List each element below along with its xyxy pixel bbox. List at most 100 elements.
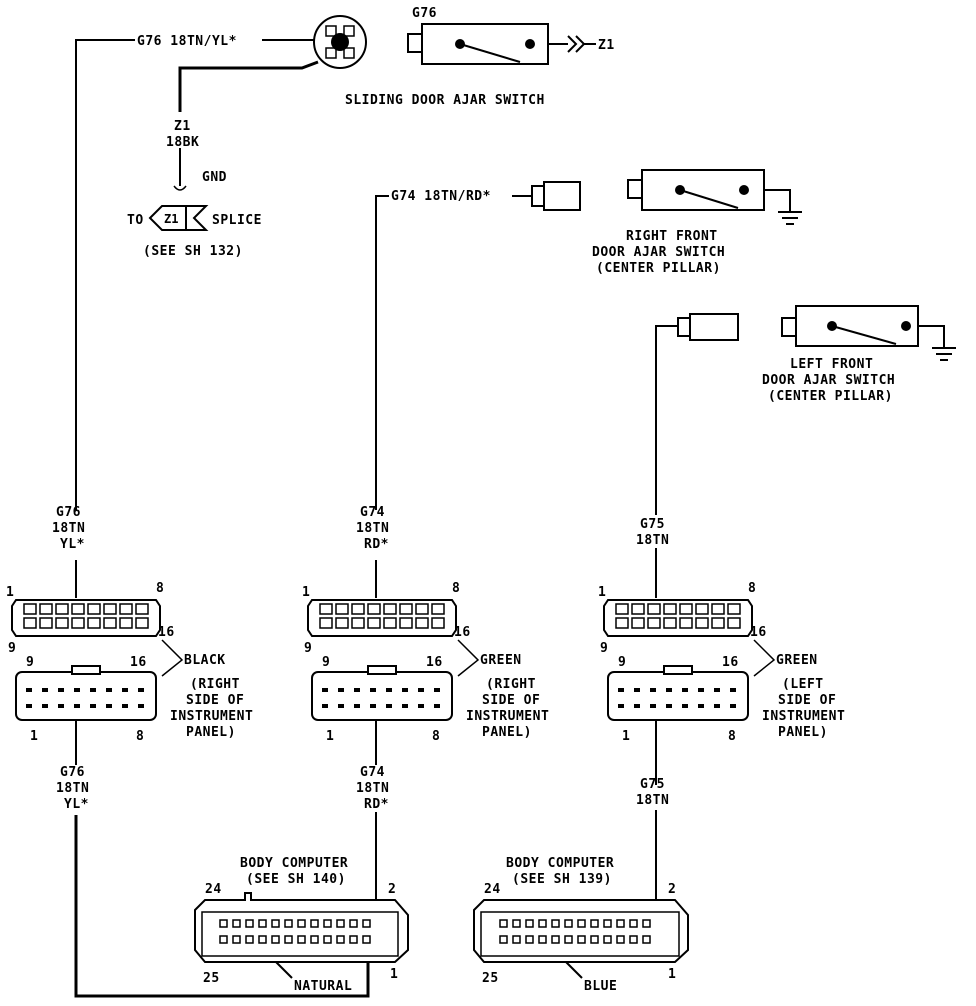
cavity	[335, 603, 349, 615]
pin	[714, 688, 720, 692]
label-g75-mid-2: 18TN	[636, 533, 669, 548]
pin-16-label: 16	[750, 625, 767, 640]
lower-connector-body	[607, 671, 749, 721]
connector-color-label: BLACK	[184, 653, 226, 668]
pin	[618, 688, 624, 692]
sliding-door-switch-schematic	[407, 23, 596, 65]
label-bc1-title-2: (SEE SH 140)	[246, 872, 346, 887]
pin	[370, 688, 376, 692]
pin-9-label: 9	[8, 641, 16, 656]
label-bc1-pin-1: 1	[390, 967, 398, 982]
pin	[26, 688, 32, 692]
cavity	[351, 617, 365, 629]
pin	[386, 704, 392, 708]
bc-cavity	[245, 935, 254, 944]
bc-cavity	[525, 935, 534, 944]
pin	[650, 688, 656, 692]
g75-plug	[677, 313, 739, 341]
label-bc2-pin-24: 24	[484, 882, 501, 897]
location-line-3: INSTRUMENT	[170, 709, 253, 724]
pin	[58, 688, 64, 692]
label-g75-mid-1: G75	[640, 517, 665, 532]
bc-cavity	[323, 919, 332, 928]
label-z1-gauge: 18BK	[166, 135, 199, 150]
lower-pin-8-label: 8	[136, 729, 144, 744]
wire-g75-top	[655, 325, 678, 515]
location-line-3: INSTRUMENT	[466, 709, 549, 724]
pin	[418, 688, 424, 692]
cavity	[631, 603, 645, 615]
wire-g74-top	[375, 195, 389, 510]
label-right-front-1: RIGHT FRONT	[626, 229, 718, 244]
cavity	[727, 603, 741, 615]
cavity	[647, 603, 661, 615]
body-computer-2	[473, 899, 689, 979]
bc-cavity	[284, 935, 293, 944]
label-bc2-pin-25: 25	[482, 971, 499, 986]
bc-cavity	[297, 935, 306, 944]
connector-color-label: GREEN	[776, 653, 818, 668]
cavity	[55, 617, 69, 629]
pin	[138, 688, 144, 692]
bc-cavity	[323, 935, 332, 944]
pin	[418, 704, 424, 708]
label-see-sh-132: (SEE SH 132)	[143, 244, 243, 259]
cavity	[135, 603, 149, 615]
bc-cavity	[258, 935, 267, 944]
bc-cavity	[564, 919, 573, 928]
cavity	[119, 603, 133, 615]
pin	[42, 688, 48, 692]
lower-connector-body	[311, 671, 453, 721]
color-pointer	[457, 639, 480, 677]
cavity	[415, 603, 429, 615]
label-z1: Z1	[174, 119, 191, 134]
cavity	[39, 617, 53, 629]
label-gnd: GND	[202, 170, 227, 185]
bc-cavity	[616, 919, 625, 928]
bc-cavity	[349, 919, 358, 928]
label-g76-mid-1: G76	[56, 505, 81, 520]
right-front-switch	[627, 169, 802, 225]
location-line-1: (RIGHT	[486, 677, 536, 692]
cavity	[415, 617, 429, 629]
bc-cavity	[603, 919, 612, 928]
cavity	[615, 603, 629, 615]
lower-pin-9-label: 9	[618, 655, 626, 670]
bc-cavity	[232, 935, 241, 944]
pin	[650, 704, 656, 708]
cavity	[87, 603, 101, 615]
label-bc2-pin-1: 1	[668, 967, 676, 982]
lower-pin-8-label: 8	[432, 729, 440, 744]
pin	[354, 688, 360, 692]
location-line-1: (LEFT	[782, 677, 824, 692]
cavity	[103, 617, 117, 629]
bc-cavity	[336, 919, 345, 928]
cavity	[71, 603, 85, 615]
cavity	[647, 617, 661, 629]
pin	[634, 688, 640, 692]
lower-connector-latch	[71, 665, 101, 675]
bc-cavity	[538, 919, 547, 928]
pin	[338, 688, 344, 692]
pin	[90, 704, 96, 708]
wire-g76-bottom-loop	[74, 815, 370, 998]
sliding-door-switch-round	[313, 15, 367, 69]
bc-cavity	[590, 935, 599, 944]
label-g74-mid-1: G74	[360, 505, 385, 520]
label-g74-top: G74 18TN/RD*	[391, 189, 491, 204]
label-left-front-1: LEFT FRONT	[790, 357, 873, 372]
label-g76-mid-2: 18TN	[52, 521, 85, 536]
pin-9-label: 9	[304, 641, 312, 656]
pin	[682, 688, 688, 692]
pin	[386, 688, 392, 692]
label-bc2-pin-2: 2	[668, 882, 676, 897]
color-pointer	[161, 639, 184, 677]
pin	[682, 704, 688, 708]
bc-cavity	[551, 935, 560, 944]
pin-8-label: 8	[748, 581, 756, 596]
pin	[402, 688, 408, 692]
lower-pin-1-label: 1	[622, 729, 630, 744]
pin	[122, 704, 128, 708]
